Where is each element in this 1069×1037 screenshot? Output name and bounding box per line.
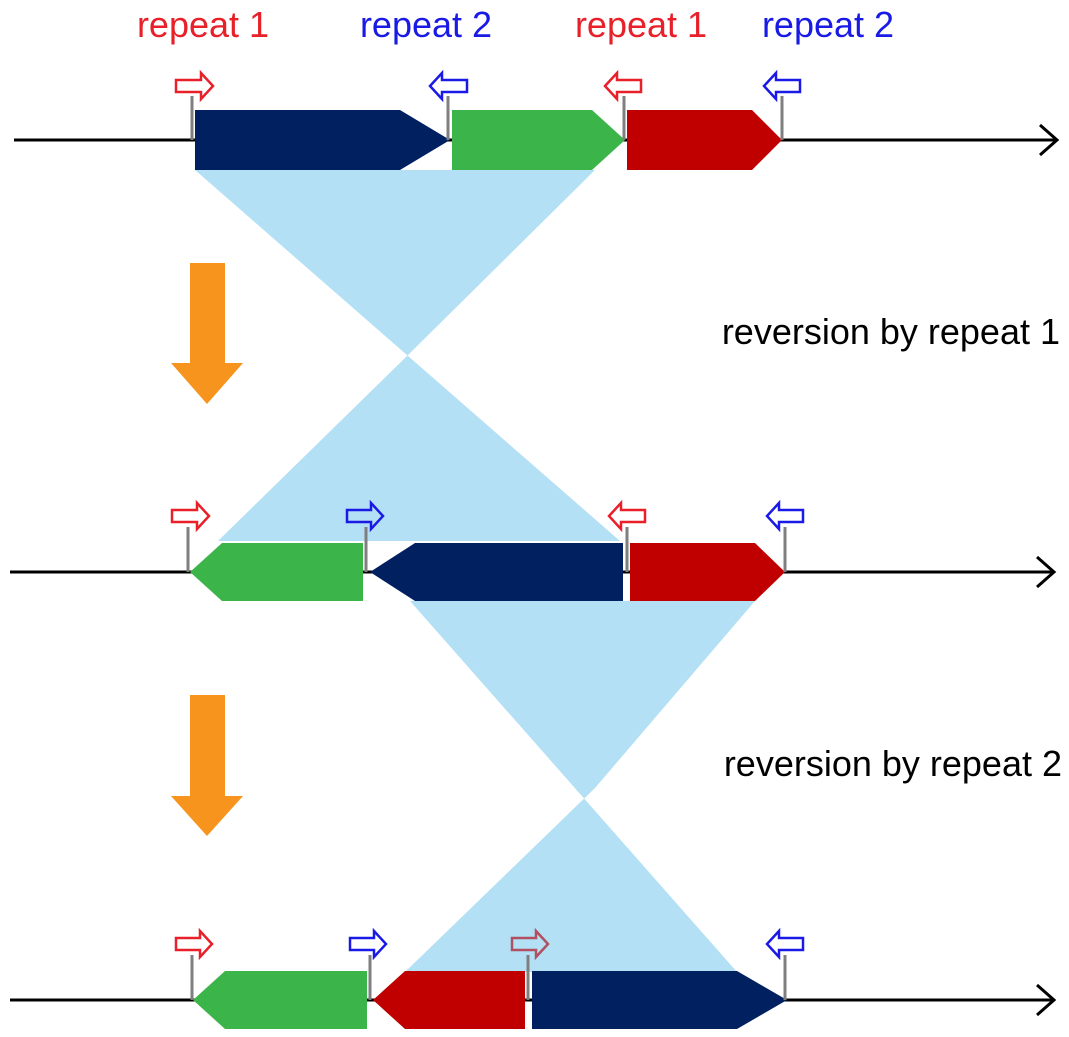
repeat-marker-arrow-icon (174, 69, 215, 103)
header-label-repeat2-b: repeat 2 (762, 4, 894, 45)
gene-block-navy (195, 110, 450, 170)
gene-block-red (627, 110, 782, 170)
gene-block-navy (532, 971, 787, 1029)
header-label-repeat1-b: repeat 1 (575, 4, 707, 45)
repeat-marker-r1-row2 (170, 499, 211, 572)
sequence-row-after-repeat2 (10, 971, 1057, 1029)
gene-block-green (452, 110, 625, 170)
sequence-row-after-repeat1 (10, 543, 1057, 601)
gene-block-green (193, 971, 367, 1029)
process-down-arrow-icon (171, 695, 243, 836)
repeat-marker-r2-row3b (765, 927, 805, 1000)
repeat-marker-r1-row3b (510, 927, 550, 1000)
repeat-marker-r2-row1 (428, 69, 469, 140)
repeat-marker-arrow-icon (765, 927, 805, 961)
repeat-marker-r2-row1b (762, 69, 802, 140)
repeat-marker-arrow-icon (174, 927, 214, 961)
repeat-marker-arrow-icon (603, 69, 643, 103)
chromosome-arrowhead-icon (1039, 123, 1060, 157)
repeat-marker-arrow-icon (348, 927, 388, 961)
repeat-marker-r2-row2b (765, 499, 805, 572)
repeat-marker-r1-row1b (603, 69, 643, 140)
sequence-row-original (14, 110, 1060, 170)
repeat-marker-r2-row2 (345, 499, 385, 572)
repeat-marker-r1-row1 (174, 69, 215, 140)
repeat-marker-arrow-icon (345, 499, 385, 533)
chromosome-arrowhead-icon (1036, 555, 1057, 589)
gene-block-red (373, 971, 525, 1029)
repeat-marker-arrow-icon (170, 499, 211, 533)
inversion-shade-1 (195, 170, 620, 541)
repeat-marker-arrow-icon (607, 499, 647, 533)
repeat-marker-r1-row3 (174, 927, 214, 1000)
repeat-marker-r2-row3 (348, 927, 388, 1000)
repeat-marker-arrow-icon (762, 69, 802, 103)
gene-block-green (190, 543, 363, 601)
gene-block-navy (370, 543, 623, 601)
chromosome-arrowhead-icon (1036, 983, 1057, 1017)
header-label-repeat1-a: repeat 1 (137, 4, 269, 45)
repeat-marker-arrow-icon (765, 499, 805, 533)
process-down-arrow-icon (171, 263, 243, 404)
step-label-repeat2: reversion by repeat 2 (724, 743, 1062, 784)
repeat-marker-arrow-icon (510, 927, 550, 961)
step-label-repeat1: reversion by repeat 1 (722, 311, 1060, 352)
repeat-marker-arrow-icon (428, 69, 469, 103)
repeat-marker-r1-row2b (607, 499, 647, 572)
inversion-shade-2 (405, 601, 755, 972)
header-label-repeat2-a: repeat 2 (360, 4, 492, 45)
gene-block-red (630, 543, 785, 601)
